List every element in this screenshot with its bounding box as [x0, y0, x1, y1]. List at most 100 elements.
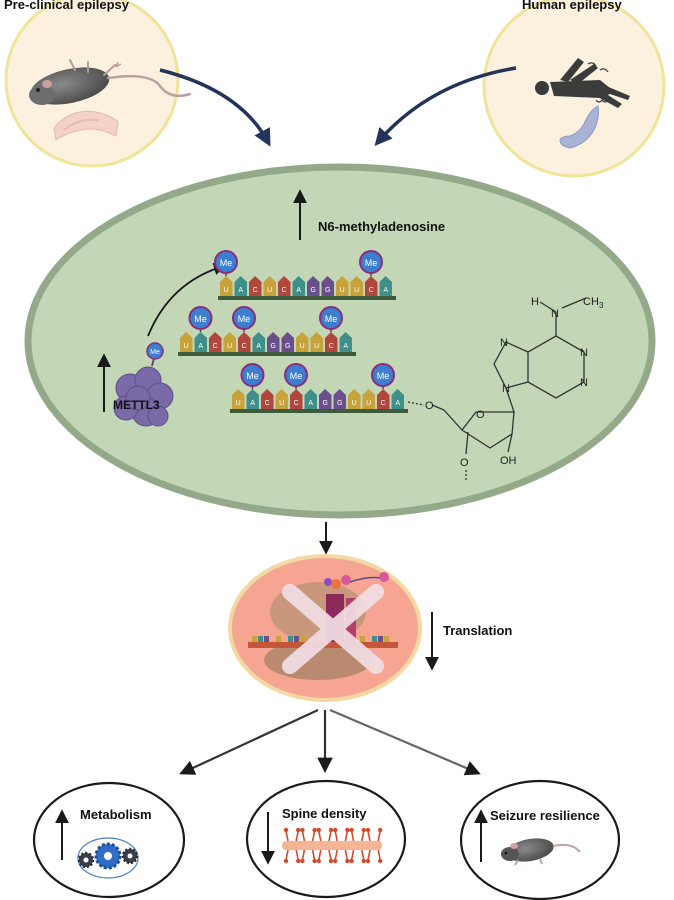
svg-text:O: O — [425, 400, 434, 412]
methyl-label: Me — [246, 371, 259, 381]
nucleotide-letter: C — [329, 343, 334, 350]
methyl-label: Me — [290, 371, 303, 381]
nucleotide — [336, 276, 349, 296]
nucleotide — [281, 332, 294, 352]
nucleotide — [379, 276, 392, 296]
svg-text:N: N — [551, 308, 559, 320]
nucleotide-letter: U — [236, 400, 241, 407]
nucleotide — [310, 332, 323, 352]
svg-text:N: N — [502, 383, 510, 395]
nucleotide-letter: A — [343, 343, 348, 350]
nucleotide-letter: C — [242, 343, 247, 350]
nucleotide — [263, 276, 276, 296]
nucleotide — [220, 276, 233, 296]
methyl-group-icon — [371, 363, 395, 387]
translation-label: Translation — [443, 623, 513, 638]
nucleotide — [304, 389, 317, 409]
methyl-group-icon — [214, 250, 238, 274]
nucleotide — [232, 389, 245, 409]
nucleotide-letter: A — [308, 400, 313, 407]
nucleotide-letter: U — [354, 287, 359, 294]
nucleotide-letter: G — [337, 400, 342, 407]
nucleotide — [325, 332, 338, 352]
nucleotide-letter: U — [279, 400, 284, 407]
nucleotide — [252, 332, 265, 352]
hippocampus-slice-icon — [53, 110, 119, 141]
nucleotide-letter: A — [198, 343, 203, 350]
nucleotide — [234, 276, 247, 296]
nucleotide-letter: U — [366, 400, 371, 407]
nucleotide — [223, 332, 236, 352]
nucleotide — [194, 332, 207, 352]
nucleotide-letter: U — [227, 343, 232, 350]
nucleotide-letter: U — [352, 400, 357, 407]
svg-text:CH: CH — [583, 296, 599, 308]
svg-text:N: N — [580, 377, 588, 389]
nucleotide — [209, 332, 222, 352]
outcome-seizure-resilience — [459, 779, 621, 900]
mettl3-enzyme-icon: Me — [113, 342, 174, 427]
nucleotide — [307, 276, 320, 296]
nucleotide-letter: A — [383, 287, 388, 294]
mouse-icon — [501, 838, 581, 866]
nucleotide-letter: A — [256, 343, 261, 350]
svg-text:O: O — [476, 409, 485, 421]
svg-text:O: O — [460, 457, 469, 469]
methyl-group-icon — [188, 306, 213, 330]
nucleotide-letter: U — [184, 343, 189, 350]
rna-backbone — [218, 296, 396, 300]
nucleotide — [292, 276, 305, 296]
nucleotide-letter: C — [282, 287, 287, 294]
nucleotide-letter: C — [294, 400, 299, 407]
nucleotide-letter: C — [381, 400, 386, 407]
outcome-spine-density — [245, 779, 407, 899]
methyl-label: Me — [365, 258, 378, 268]
nucleotide — [296, 332, 309, 352]
rna-backbone — [178, 352, 356, 356]
gears-icon — [77, 837, 139, 879]
methyl-label: Me — [220, 258, 233, 268]
brain-tissue-icon — [559, 105, 599, 149]
nucleotide-letter: U — [314, 343, 319, 350]
nucleotide-letter: U — [300, 343, 305, 350]
human-title: Human epilepsy — [522, 0, 622, 12]
translation-panel — [228, 554, 422, 702]
nucleotide-letter: C — [253, 287, 258, 294]
nucleotide-letter: U — [340, 287, 345, 294]
human-seizure-icon — [535, 58, 630, 108]
methyl-label: Me — [325, 314, 338, 324]
block-cross-icon — [282, 584, 384, 674]
nucleotide-letter: U — [267, 287, 272, 294]
svg-text:Me: Me — [150, 349, 160, 356]
methyl-group-icon — [284, 363, 308, 387]
nucleotide — [267, 332, 280, 352]
nucleotide-letter: C — [265, 400, 270, 407]
nucleotide-letter: C — [369, 287, 374, 294]
nucleotide-letter: G — [310, 287, 315, 294]
methyl-group-icon — [240, 363, 265, 387]
nucleotide — [249, 276, 262, 296]
nucleotide — [348, 389, 361, 409]
methyl-group-icon — [359, 250, 383, 274]
nucleotide — [365, 276, 378, 296]
svg-text:N: N — [580, 347, 588, 359]
nucleotide — [362, 389, 375, 409]
methylation-arrow — [147, 262, 227, 337]
methyl-label: Me — [377, 371, 390, 381]
nucleotide — [321, 276, 334, 296]
methyl-label: Me — [194, 314, 207, 324]
preclinical-panel — [4, 0, 271, 168]
dendrite-icon — [282, 827, 383, 864]
svg-text:OH: OH — [500, 455, 517, 467]
svg-text:N: N — [500, 337, 508, 349]
methyl-group-icon — [232, 306, 256, 330]
nucleotide — [333, 389, 346, 409]
nucleotide — [275, 389, 288, 409]
outcome-arrows — [179, 708, 481, 776]
mettl3-label: METTL3 — [113, 398, 160, 412]
nucleotide-letter: G — [270, 343, 275, 350]
nucleotide-letter: A — [250, 400, 255, 407]
nucleotide — [391, 389, 404, 409]
